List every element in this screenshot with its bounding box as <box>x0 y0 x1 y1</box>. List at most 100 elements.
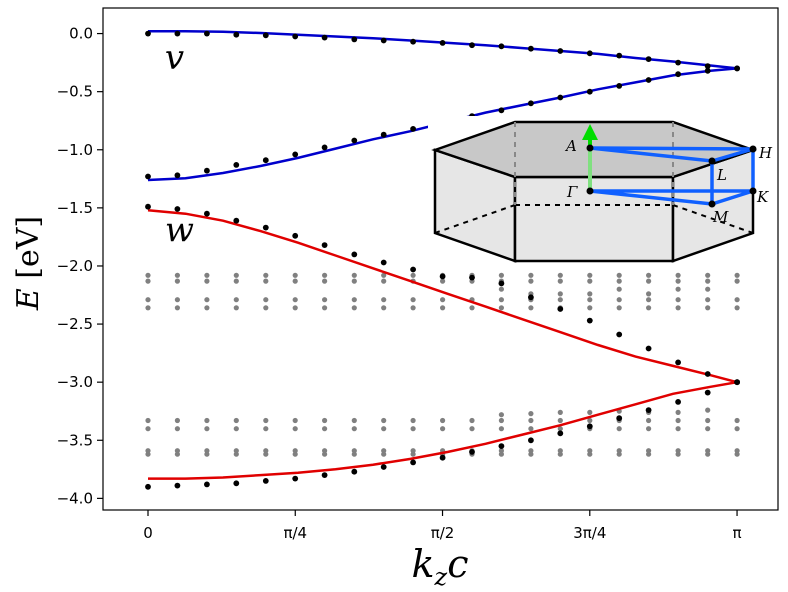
v-upper-points-point <box>469 42 475 49</box>
background-points-point <box>705 407 711 413</box>
bz-kz-arrow-icon <box>582 124 598 140</box>
background-points-point <box>410 417 416 424</box>
x-tick-label: 3π/4 <box>573 524 606 542</box>
v-lower-points-point <box>262 157 269 164</box>
background-points-point <box>233 417 239 424</box>
w-upper-points-point <box>498 280 505 287</box>
background-points-point <box>381 451 387 457</box>
background-points-point <box>675 451 681 457</box>
background-points-point <box>705 417 711 424</box>
bz-point-m <box>708 200 716 208</box>
w-upper-curve <box>147 208 738 384</box>
background-points-point <box>587 305 593 311</box>
brillouin-zone-inset: A H L K Γ M <box>428 116 776 266</box>
background-points-point <box>351 451 357 457</box>
v-upper-points-point <box>645 56 652 62</box>
bz-label-gamma: Γ <box>566 183 578 201</box>
bz-path-top <box>589 146 754 163</box>
v-lower-points-point <box>586 88 593 95</box>
background-points-point <box>174 297 180 303</box>
v-lower-points-point <box>616 83 623 89</box>
w-upper-points-point <box>410 266 416 273</box>
background-points-point <box>557 426 563 432</box>
w-lower-points-point <box>616 415 623 422</box>
background-points-point <box>174 417 180 424</box>
w-upper-points-point <box>262 224 269 231</box>
band-label-w: w <box>165 210 194 250</box>
y-tick-label: −3.0 <box>57 373 93 391</box>
v-lower-points-point <box>675 71 681 78</box>
v-upper-points-point <box>616 52 623 59</box>
v-lower-points-point <box>380 131 387 138</box>
background-points-point <box>734 305 740 311</box>
w-lower-points-point <box>262 478 269 484</box>
background-points-point <box>351 278 357 284</box>
background-points-point <box>322 417 328 424</box>
background-points-point <box>174 272 180 278</box>
background-points-point <box>587 409 593 415</box>
background-points-point <box>557 409 563 415</box>
background-points-point <box>675 409 681 415</box>
v-upper-points-point <box>145 30 151 37</box>
background-points-point <box>351 272 357 278</box>
background-points-point <box>292 278 298 284</box>
background-points <box>145 272 740 457</box>
background-points-point <box>263 417 269 424</box>
background-points-point <box>381 272 387 278</box>
w-upper-points-point <box>145 203 151 210</box>
background-points-point <box>616 451 622 457</box>
background-points-point <box>528 305 534 311</box>
background-points-point <box>263 278 269 284</box>
w-lower-points-point <box>528 437 534 444</box>
background-points-point <box>263 451 269 457</box>
background-points-point <box>498 305 504 311</box>
background-points-point <box>145 451 151 457</box>
background-points-point <box>528 426 534 432</box>
w-lower-points-point <box>557 430 564 437</box>
v-upper-points-point <box>675 59 681 66</box>
x-axis-label-subscript: z <box>434 563 448 591</box>
background-points-point <box>557 297 563 303</box>
background-points-point <box>705 426 711 432</box>
background-points-point <box>616 305 622 311</box>
v-upper-points-point <box>262 32 269 39</box>
background-points-point <box>233 297 239 303</box>
background-points-point <box>292 426 298 432</box>
w-upper-points-point <box>528 294 534 301</box>
background-points-point <box>292 451 298 457</box>
y-axis-label-unit: [eV] <box>11 216 46 279</box>
w-lower-points <box>145 379 740 490</box>
background-points-point <box>381 278 387 284</box>
background-points-point <box>616 278 622 284</box>
w-lower-points-point <box>586 423 593 430</box>
background-points-point <box>322 297 328 303</box>
background-points-point <box>410 297 416 303</box>
x-tick-label: 0 <box>143 524 153 542</box>
background-points-point <box>587 297 593 303</box>
background-points-point <box>351 426 357 432</box>
w-lower-points-point <box>675 399 681 405</box>
background-points-point <box>498 286 504 292</box>
v-upper-points-point <box>321 34 328 41</box>
x-tick-label: π/4 <box>283 524 307 542</box>
background-points-point <box>440 426 446 432</box>
v-upper-points-point <box>704 63 711 69</box>
w-lower-points-point <box>292 475 299 482</box>
background-points-point <box>734 451 740 457</box>
background-points-point <box>675 305 681 311</box>
background-points-point <box>145 278 151 284</box>
v-lower-points-point <box>145 173 151 180</box>
background-points-point <box>705 297 711 303</box>
background-points-point <box>145 417 151 424</box>
background-points-point <box>646 291 652 297</box>
w-lower-points-point <box>204 481 210 488</box>
background-points-point <box>675 417 681 424</box>
v-upper-points-point <box>233 31 240 38</box>
background-points-point <box>705 451 711 457</box>
background-points-point <box>381 426 387 432</box>
v-upper-points-point <box>410 38 416 45</box>
background-points-point <box>675 272 681 278</box>
w-upper-points <box>145 203 740 386</box>
